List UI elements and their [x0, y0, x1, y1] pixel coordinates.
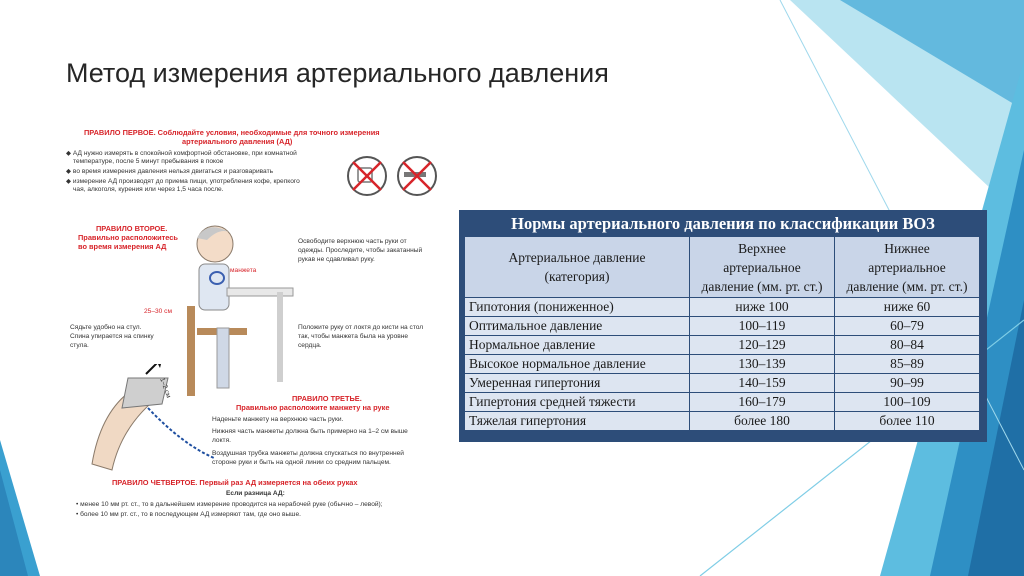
rule1-bullet-1: ◆ АД нужно измерять в спокойной комфортн…: [66, 150, 297, 157]
arm-cuff-illustration: [91, 364, 215, 471]
systolic-cell: ниже 100: [689, 297, 835, 317]
rule3-title-1: ПРАВИЛО ТРЕТЬЕ.: [292, 394, 362, 403]
bp-measurement-poster: ПРАВИЛО ПЕРВОЕ. Соблюдайте условия, необ…: [62, 128, 448, 528]
category-cell: Тяжелая гипертония: [464, 411, 690, 431]
rule1-bullet-3: ◆ измерение АД производят до приема пищи…: [66, 178, 300, 185]
rule2-title-1: ПРАВИЛО ВТОРОЕ.: [96, 224, 168, 233]
rule2-title-2: Правильно расположитесь: [78, 233, 178, 242]
seated-person-illustration: [187, 225, 294, 396]
rule2-right-3: рукав не сдавливал руку.: [298, 256, 375, 263]
table-header-row: Артериальное давление (категория) Верхне…: [464, 236, 980, 298]
systolic-cell: 160–179: [689, 392, 835, 412]
category-cell: Высокое нормальное давление: [464, 354, 690, 374]
table-row: Гипертония средней тяжести 160–179 100–1…: [464, 392, 980, 412]
rule1-title-line2: артериального давления (АД): [182, 137, 293, 146]
diastolic-cell: 85–89: [834, 354, 980, 374]
table-row: Высокое нормальное давление 130–139 85–8…: [464, 354, 980, 374]
systolic-cell: 120–129: [689, 335, 835, 355]
rule3-title-2: Правильно расположите манжету на руке: [236, 403, 390, 412]
table-row: Гипотония (пониженное) ниже 100 ниже 60: [464, 297, 980, 317]
cuff-label: манжета: [230, 267, 257, 274]
diastolic-cell: 60–79: [834, 316, 980, 336]
height-label: 25–30 см: [144, 308, 172, 315]
rule3-point-1: Наденьте манжету на верхнюю часть руки.: [212, 416, 344, 423]
category-cell: Гипертония средней тяжести: [464, 392, 690, 412]
diastolic-cell: 80–84: [834, 335, 980, 355]
rule4-bullet-1: • менее 10 мм рт. ст., то в дальнейшем и…: [76, 501, 383, 508]
table-row: Тяжелая гипертония более 180 более 110: [464, 411, 980, 431]
rule2-mid-1: Положите руку от локтя до кисти на стол: [298, 324, 424, 331]
rule2-left-1: Сядьте удобно на стул.: [70, 324, 142, 331]
rule1-title: ПРАВИЛО ПЕРВОЕ. Соблюдайте условия, необ…: [84, 128, 380, 137]
diastolic-cell: 90–99: [834, 373, 980, 393]
rule1-bullet-2: ◆ во время измерения давления нельзя дви…: [66, 168, 274, 175]
header-systolic: Верхнее артериальное давление (мм. рт. с…: [689, 236, 835, 298]
table-row: Умеренная гипертония 140–159 90–99: [464, 373, 980, 393]
header-category: Артериальное давление (категория): [464, 236, 690, 298]
header-diastolic: Нижнее артериальное давление (мм. рт. ст…: [834, 236, 980, 298]
no-coffee-smoking-icon: [347, 156, 437, 196]
systolic-cell: 100–119: [689, 316, 835, 336]
rule1-bullet-1b: температуре, после 5 минут пребывания в …: [73, 158, 224, 165]
diastolic-cell: ниже 60: [834, 297, 980, 317]
systolic-cell: 130–139: [689, 354, 835, 374]
rule3-point-2: Нижняя часть манжеты должна быть примерн…: [212, 428, 408, 435]
category-cell: Гипотония (пониженное): [464, 297, 690, 317]
rule4-bullet-2: • более 10 мм рт. ст., то в последующем …: [76, 511, 301, 518]
systolic-cell: более 180: [689, 411, 835, 431]
rule2-mid-2: так, чтобы манжета была на уровне: [298, 333, 409, 340]
diastolic-cell: более 110: [834, 411, 980, 431]
systolic-cell: 140–159: [689, 373, 835, 393]
table-row: Нормальное давление 120–129 80–84: [464, 335, 980, 355]
category-cell: Умеренная гипертония: [464, 373, 690, 393]
category-cell: Оптимальное давление: [464, 316, 690, 336]
bp-norms-table-panel: Нормы артериального давления по классифи…: [459, 210, 987, 442]
bp-norms-table: Артериальное давление (категория) Верхне…: [464, 236, 980, 431]
rule2-right-1: Освободите верхнюю часть руки от: [298, 238, 407, 245]
slide-title: Метод измерения артериального давления: [66, 58, 609, 88]
rule2-right-2: одежды. Проследите, чтобы закатанный: [298, 247, 423, 254]
rule2-left-3: стула.: [70, 342, 89, 349]
category-cell: Нормальное давление: [464, 335, 690, 355]
table-caption: Нормы артериального давления по классифи…: [511, 214, 935, 233]
rule2-title-3: во время измерения АД: [78, 242, 167, 251]
rule4-subtitle: Если разница АД:: [226, 490, 285, 497]
rule2-mid-3: сердца.: [298, 342, 322, 349]
rule4-title: ПРАВИЛО ЧЕТВЕРТОЕ. Первый раз АД измеряе…: [112, 478, 358, 487]
table-row: Оптимальное давление 100–119 60–79: [464, 316, 980, 336]
rule3-point-2b: локтя.: [212, 437, 231, 444]
rule3-point-3: Воздушная трубка манжеты должна спускать…: [212, 450, 404, 457]
diastolic-cell: 100–109: [834, 392, 980, 412]
rule3-point-3b: стороне руки и быть на одной линии со ср…: [212, 459, 391, 466]
rule2-left-2: Спина упирается на спинку: [70, 333, 154, 340]
rule1-bullet-3b: чая, алкоголя, курения или через 1,5 час…: [73, 186, 224, 193]
